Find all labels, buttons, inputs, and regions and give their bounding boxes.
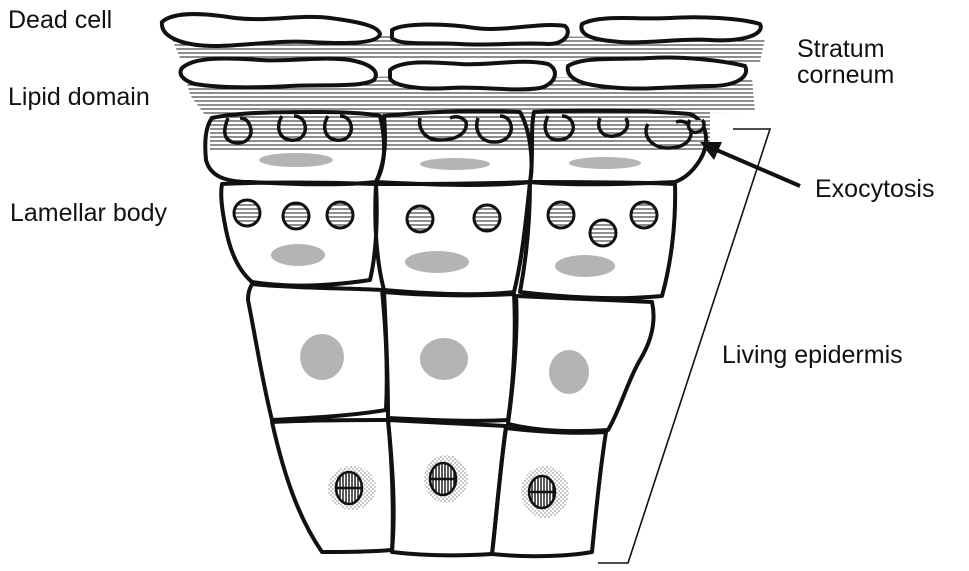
label-stratum-corneum: Stratum corneum [797,36,894,88]
lamellar-bodies [234,200,657,246]
label-living-epidermis: Living epidermis [722,342,903,368]
nucleus [300,334,344,380]
nucleus [420,338,468,380]
lamellar-body-icon [474,205,500,231]
label-lamellar-body: Lamellar body [10,200,167,226]
lamellar-body-icon [234,200,260,226]
lamellar-body-icon [283,203,309,229]
label-stratum-corneum-line2: corneum [797,62,894,88]
nucleus [259,153,333,167]
pocket [477,116,511,142]
lamellar-body-icon [407,206,433,232]
lamellar-body-icon [327,202,353,228]
nucleus [420,158,490,170]
label-lipid-domain: Lipid domain [8,84,150,110]
pocket [646,121,691,148]
pocket [420,117,467,140]
dead-cell-3 [581,17,760,42]
dead-cell-6 [568,57,746,88]
dead-cell-1 [162,14,380,46]
pocket [225,118,251,143]
lamellar-body-icon [631,202,657,228]
nucleus [569,157,641,169]
pocket [688,120,704,132]
nuclei [259,153,641,394]
label-stratum-corneum-line1: Stratum [797,36,894,62]
lamellar-body-icon [590,220,616,246]
nucleus [405,251,469,273]
basal-nuclei [328,455,569,518]
spinous-cell-2 [375,182,530,294]
pocket [279,116,306,140]
pocket [545,116,573,140]
dead-cell-2 [392,25,568,45]
dead-cell-5 [390,62,555,90]
arrow-icon [700,142,800,186]
pocket [599,118,628,136]
lamellar-body-icon [548,202,574,228]
label-dead-cell: Dead cell [8,7,112,33]
label-exocytosis: Exocytosis [815,176,934,202]
nucleus [271,244,325,266]
dead-cell-4 [181,58,376,87]
spinous-cell-1 [221,183,377,286]
pocket [325,116,352,140]
nucleus [555,255,615,277]
nucleus [549,350,589,394]
